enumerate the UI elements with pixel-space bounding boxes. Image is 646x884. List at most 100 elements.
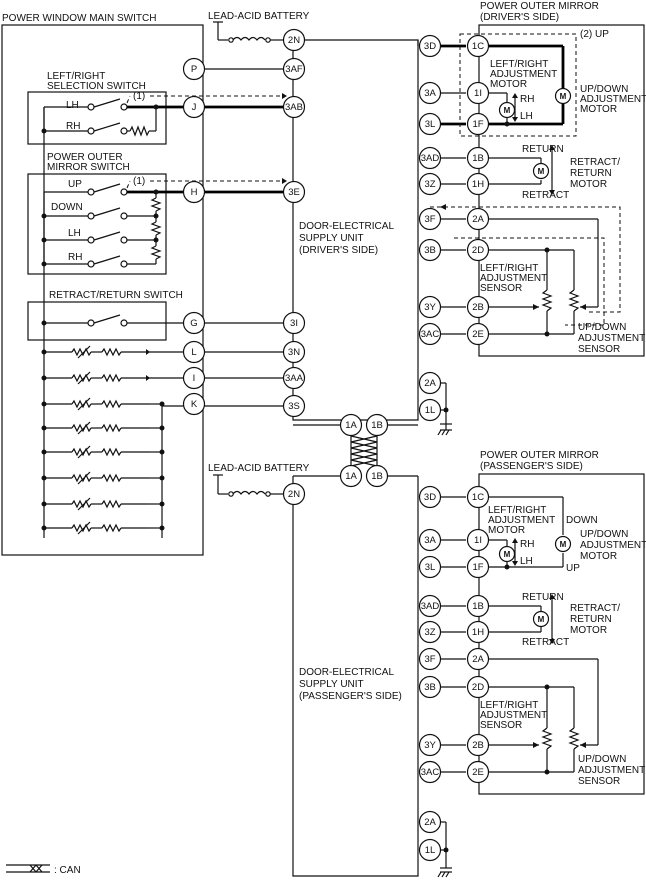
lr-sel-label-1: LEFT/RIGHT xyxy=(47,71,105,82)
pin-mirror-pas-8: 2E xyxy=(466,760,490,784)
motor-drv-lr-symbol: M xyxy=(504,106,511,115)
pass-mirror-wiring xyxy=(437,496,466,878)
pin-deu-drv-left-5: 3N xyxy=(282,340,306,364)
pin-deu-pas-right-4-circle xyxy=(418,620,442,644)
pin-deu-drv-right-4-circle xyxy=(418,172,442,196)
drv-lr-sensor-2: ADJUSTMENT xyxy=(480,273,547,284)
pin-deu-pas-right-5-circle xyxy=(418,647,442,671)
pin-pwms-4-label: L xyxy=(191,347,196,358)
pas-lr-sensor-2: ADJUSTMENT xyxy=(480,710,547,721)
pin-mirror-drv-0-label: 1C xyxy=(472,41,484,52)
pin-deu-drv-right-5-circle xyxy=(418,207,442,231)
pin-deu-drv-right-0: 3D xyxy=(418,34,442,58)
deu-pass-l1: DOOR-ELECTRICAL xyxy=(299,667,394,678)
drv-return: RETURN xyxy=(522,144,564,155)
pin-mirror-drv-5-circle xyxy=(466,207,490,231)
pom-sw-label-2: MIRROR SWITCH xyxy=(47,162,130,173)
pin-mirror-pas-7-circle xyxy=(466,733,490,757)
motor-pas-ud: M xyxy=(554,535,572,553)
drv-lr-motor-3: MOTOR xyxy=(490,79,527,90)
pin-deu-pas-right-2-circle xyxy=(418,555,442,579)
drv-ud-sensor-2: ADJUSTMENT xyxy=(578,333,645,344)
lr-selection-switch xyxy=(41,95,190,137)
deu-pass-box xyxy=(292,476,419,877)
pas-ud-sensor-3: SENSOR xyxy=(578,776,620,787)
drv-ud-sensor-3: SENSOR xyxy=(578,344,620,355)
pin-deu-drv-left-7-circle xyxy=(282,394,306,418)
pin-deu-drv-right-8-circle xyxy=(418,322,442,346)
pin-deu-drv-left-6-circle xyxy=(282,366,306,390)
pin-pwms-3: G xyxy=(182,311,206,335)
pin-pwms-5-circle xyxy=(182,366,206,390)
drv-rr-motor-2: RETURN xyxy=(570,168,612,179)
connector-pins: PJHGLIK2N3AF3AB3E3I3N3AA3S3D3A3L3AD3Z3F3… xyxy=(182,28,490,862)
pin-deu-pas-right-0-circle xyxy=(418,485,442,509)
pin-deu-drv-right-9: 2A xyxy=(418,371,442,395)
drv-rr-motor-1: RETRACT/ xyxy=(570,157,620,168)
pin-mirror-pas-8-circle xyxy=(466,760,490,784)
pin-mirror-drv-4-circle xyxy=(466,172,490,196)
pas-lh: LH xyxy=(520,556,533,567)
ladder-row-3 xyxy=(41,421,165,435)
pin-pwms-4-circle xyxy=(182,340,206,364)
pin-deu-drv-right-4-label: 3Z xyxy=(424,179,435,190)
ladder-row-4 xyxy=(41,445,165,459)
pin-mirror-pas-1: 1I xyxy=(466,528,490,552)
pin-mirror-drv-7-label: 2B xyxy=(472,302,484,313)
motor-pas-lr-symbol: M xyxy=(504,550,511,559)
pin-pwms-6-circle xyxy=(182,392,206,416)
pin-mirror-drv-1-label: 1I xyxy=(474,88,482,99)
pas-lr-motor-3: MOTOR xyxy=(488,525,525,536)
pin-can-1-circle xyxy=(365,413,389,437)
pin-deu-pas-right-3-label: 3AD xyxy=(421,601,440,612)
ladder-row-7 xyxy=(41,521,165,535)
pin-pwms-5: I xyxy=(182,366,206,390)
pin-deu-pas-right-2-label: 3L xyxy=(425,562,436,573)
pwms-title: POWER WINDOW MAIN SWITCH xyxy=(2,13,156,24)
pin-deu-pas-right-5: 3F xyxy=(418,647,442,671)
pom-up-label: UP xyxy=(68,179,82,190)
illumination-ladder xyxy=(41,345,165,535)
pas-lr-sensor-3: SENSOR xyxy=(480,720,522,731)
pin-mirror-drv-8-circle xyxy=(466,322,490,346)
pin-deu-pas-right-8-circle xyxy=(418,760,442,784)
pin-mirror-pas-5-circle xyxy=(466,647,490,671)
pin-can-2-label: 1A xyxy=(345,471,357,482)
pin-deu-drv-left-0: 2N xyxy=(282,28,306,52)
pin-mirror-drv-8-label: 2E xyxy=(472,329,484,340)
lr-sel-rh-label: RH xyxy=(66,121,80,132)
pin-mirror-drv-7: 2B xyxy=(466,295,490,319)
pin-mirror-pas-6-circle xyxy=(466,675,490,699)
pin-mirror-drv-3-label: 1B xyxy=(472,153,484,164)
pin-deu-drv-left-0-label: 2N xyxy=(288,35,300,46)
pin-deu-drv-left-3-circle xyxy=(282,180,306,204)
pin-mirror-pas-2-circle xyxy=(466,555,490,579)
ladder-row-6 xyxy=(41,497,165,511)
drv-lr-sensor-1: LEFT/RIGHT xyxy=(480,263,538,274)
pin-mirror-drv-3: 1B xyxy=(466,146,490,170)
pin-deu-drv-left-1-circle xyxy=(282,57,306,81)
pom-lh-label: LH xyxy=(68,228,81,239)
pas-ud-motor-3: MOTOR xyxy=(580,551,617,562)
pin-mirror-drv-1: 1I xyxy=(466,81,490,105)
pin-can-2-circle xyxy=(339,464,363,488)
ref-1b: (1) xyxy=(133,176,145,187)
pin-deu-drv-right-2-circle xyxy=(418,112,442,136)
pin-mirror-drv-5-label: 2A xyxy=(472,214,484,225)
pin-deu-pas-right-6-label: 3B xyxy=(424,682,436,693)
pin-deu-drv-right-0-circle xyxy=(418,34,442,58)
pin-mirror-pas-5-label: 2A xyxy=(472,654,484,665)
pin-pwms-1-label: J xyxy=(192,102,197,113)
pin-deu-drv-left-1-label: 3AF xyxy=(285,64,303,75)
pin-deu-drv-right-2: 3L xyxy=(418,112,442,136)
pin-mirror-pas-1-label: 1I xyxy=(474,535,482,546)
pin-mirror-drv-6-circle xyxy=(466,238,490,262)
pin-mirror-drv-3-circle xyxy=(466,146,490,170)
pin-deu-drv-left-3-label: 3E xyxy=(288,187,300,198)
pin-mirror-drv-4-label: 1H xyxy=(472,179,484,190)
pas-ud-motor-2: ADJUSTMENT xyxy=(580,540,646,551)
pin-mirror-pas-8-label: 2E xyxy=(472,767,484,778)
pin-deu-pas-right-4-label: 3Z xyxy=(424,627,435,638)
driver-ref-arrow xyxy=(440,204,446,210)
